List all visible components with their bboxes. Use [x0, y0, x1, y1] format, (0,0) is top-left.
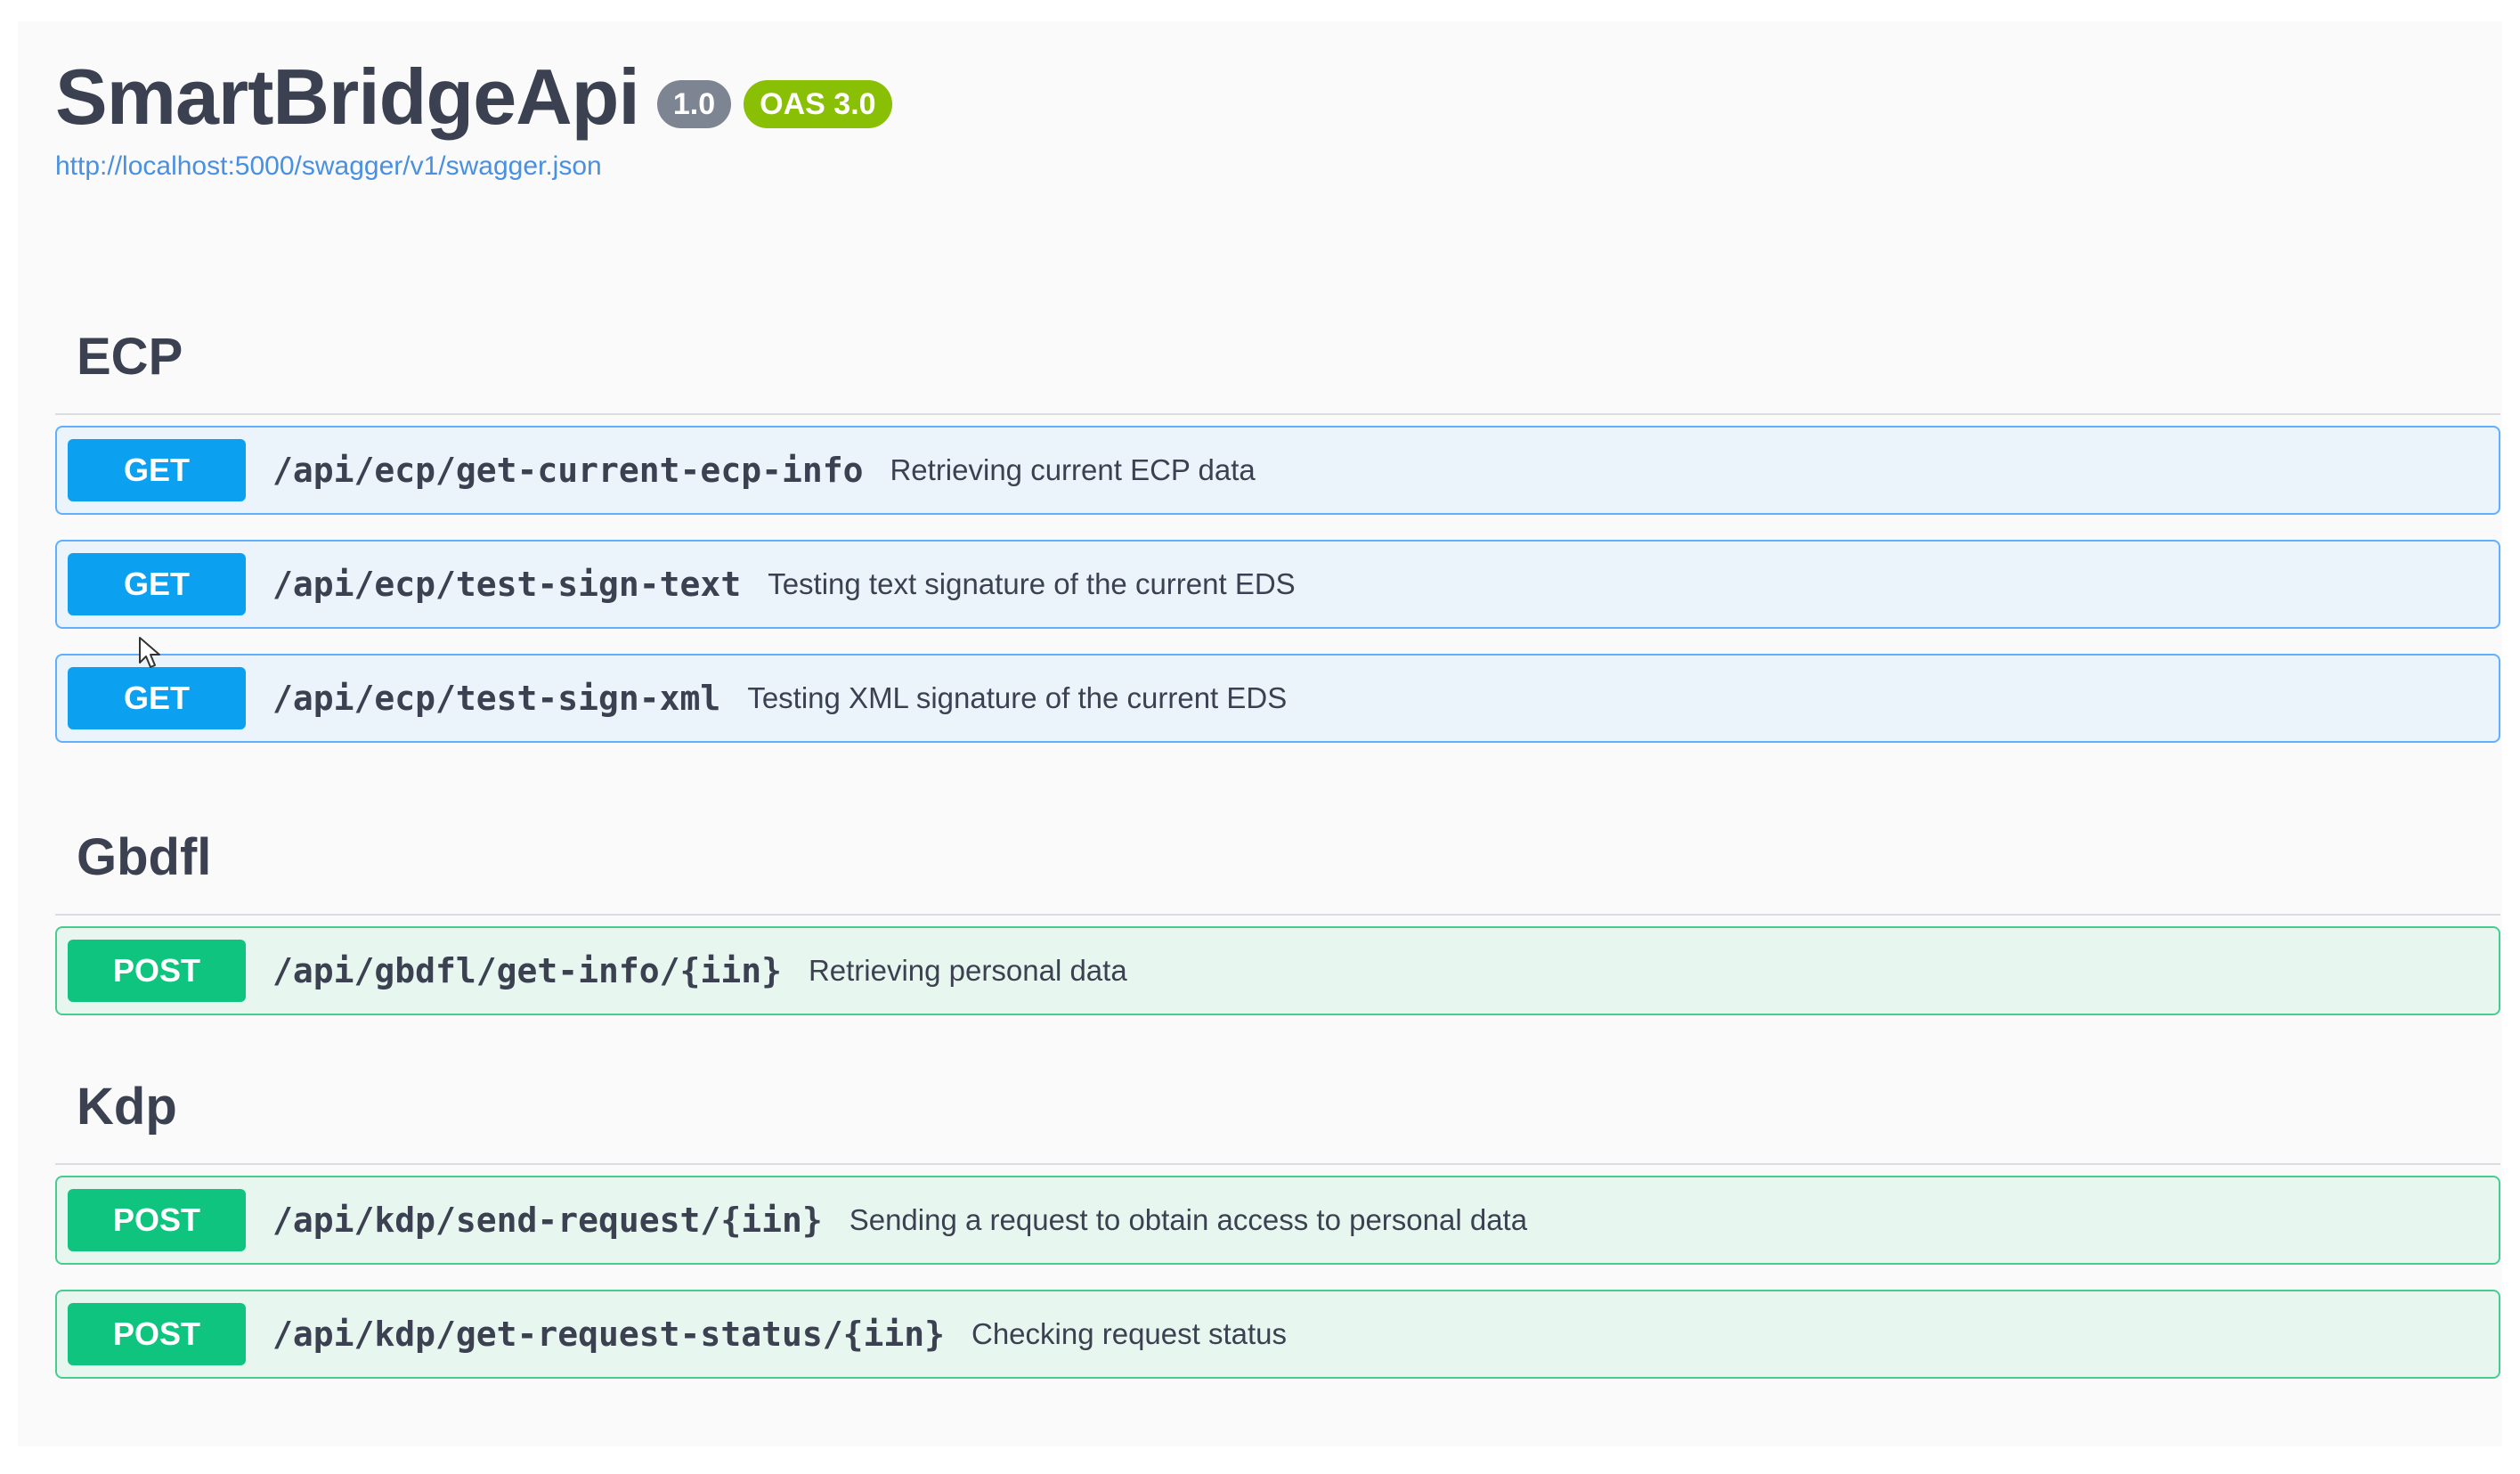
operation-summary: Retrieving current ECP data	[890, 453, 1256, 486]
operation-path: /api/kdp/get-request-status/{iin}	[272, 1315, 945, 1354]
tag-name: Gbdfl	[77, 828, 212, 886]
method-badge-post: POST	[68, 1303, 246, 1365]
method-badge-post: POST	[68, 940, 246, 1002]
operation-test-sign-text[interactable]: GET /api/ecp/test-sign-text Testing text…	[55, 540, 2500, 629]
operation-path: /api/gbdfl/get-info/{iin}	[272, 951, 782, 990]
swagger-ui-page: SmartBridgeApi 1.0 OAS 3.0 http://localh…	[18, 21, 2502, 1446]
method-badge-get: GET	[68, 553, 246, 615]
operation-summary: Testing XML signature of the current EDS	[747, 681, 1288, 714]
tag-section-ecp: ECP GET /api/ecp/get-current-ecp-info Re…	[55, 315, 2500, 768]
method-badge-get: GET	[68, 667, 246, 729]
tag-header-gbdfl[interactable]: Gbdfl	[55, 816, 2500, 916]
mouse-pointer-icon	[139, 637, 160, 668]
method-badge-get: GET	[68, 439, 246, 501]
spec-json-link[interactable]: http://localhost:5000/swagger/v1/swagger…	[55, 151, 602, 181]
operation-test-sign-xml[interactable]: GET /api/ecp/test-sign-xml Testing XML s…	[55, 654, 2500, 743]
tag-section-gbdfl: Gbdfl POST /api/gbdfl/get-info/{iin} Ret…	[55, 816, 2500, 1040]
title-row: SmartBridgeApi 1.0 OAS 3.0	[55, 50, 892, 144]
oas-badge: OAS 3.0	[744, 80, 892, 128]
operation-path: /api/ecp/test-sign-text	[272, 565, 742, 604]
operation-path: /api/ecp/get-current-ecp-info	[272, 451, 864, 490]
operation-path: /api/ecp/test-sign-xml	[272, 679, 721, 718]
tag-header-ecp[interactable]: ECP	[55, 315, 2500, 415]
operation-summary: Retrieving personal data	[808, 954, 1127, 987]
method-badge-post: POST	[68, 1189, 246, 1251]
operation-summary: Testing text signature of the current ED…	[768, 567, 1296, 600]
operation-get-current-ecp-info[interactable]: GET /api/ecp/get-current-ecp-info Retrie…	[55, 426, 2500, 515]
api-info-header: SmartBridgeApi 1.0 OAS 3.0 http://localh…	[55, 50, 892, 228]
operation-path: /api/kdp/send-request/{iin}	[272, 1201, 823, 1240]
tag-name: ECP	[77, 328, 183, 386]
operation-kdp-get-request-status[interactable]: POST /api/kdp/get-request-status/{iin} C…	[55, 1290, 2500, 1379]
operation-gbdfl-get-info[interactable]: POST /api/gbdfl/get-info/{iin} Retrievin…	[55, 926, 2500, 1015]
version-badge: 1.0	[656, 80, 732, 128]
tag-name: Kdp	[77, 1078, 177, 1136]
operation-summary: Sending a request to obtain access to pe…	[849, 1203, 1528, 1236]
operation-summary: Checking request status	[971, 1317, 1288, 1350]
tag-header-kdp[interactable]: Kdp	[55, 1065, 2500, 1165]
operation-kdp-send-request[interactable]: POST /api/kdp/send-request/{iin} Sending…	[55, 1176, 2500, 1265]
tag-section-kdp: Kdp POST /api/kdp/send-request/{iin} Sen…	[55, 1065, 2500, 1404]
api-title: SmartBridgeApi	[55, 53, 640, 141]
